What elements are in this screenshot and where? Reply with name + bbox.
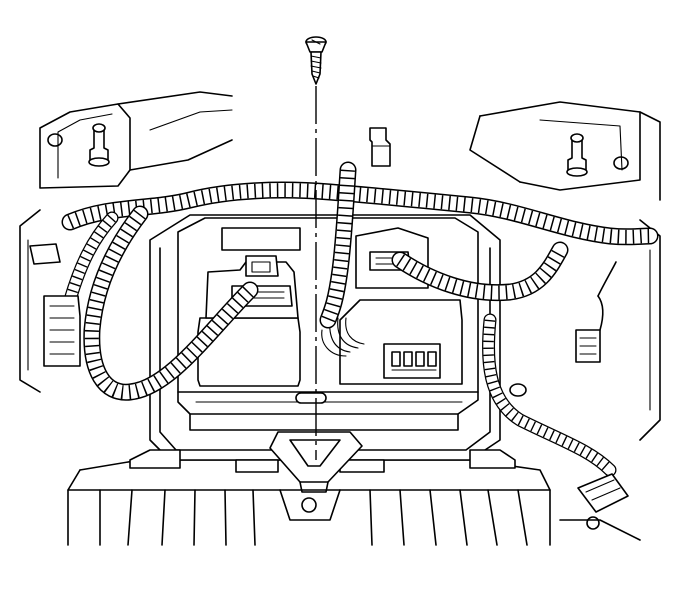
harness-clip [369, 127, 391, 167]
screw-icon [305, 36, 327, 85]
wiring-harness-icon [61, 161, 659, 477]
mounting-stud-icon [88, 123, 588, 177]
mounting-holes [47, 133, 629, 530]
side-connectors [29, 243, 641, 541]
